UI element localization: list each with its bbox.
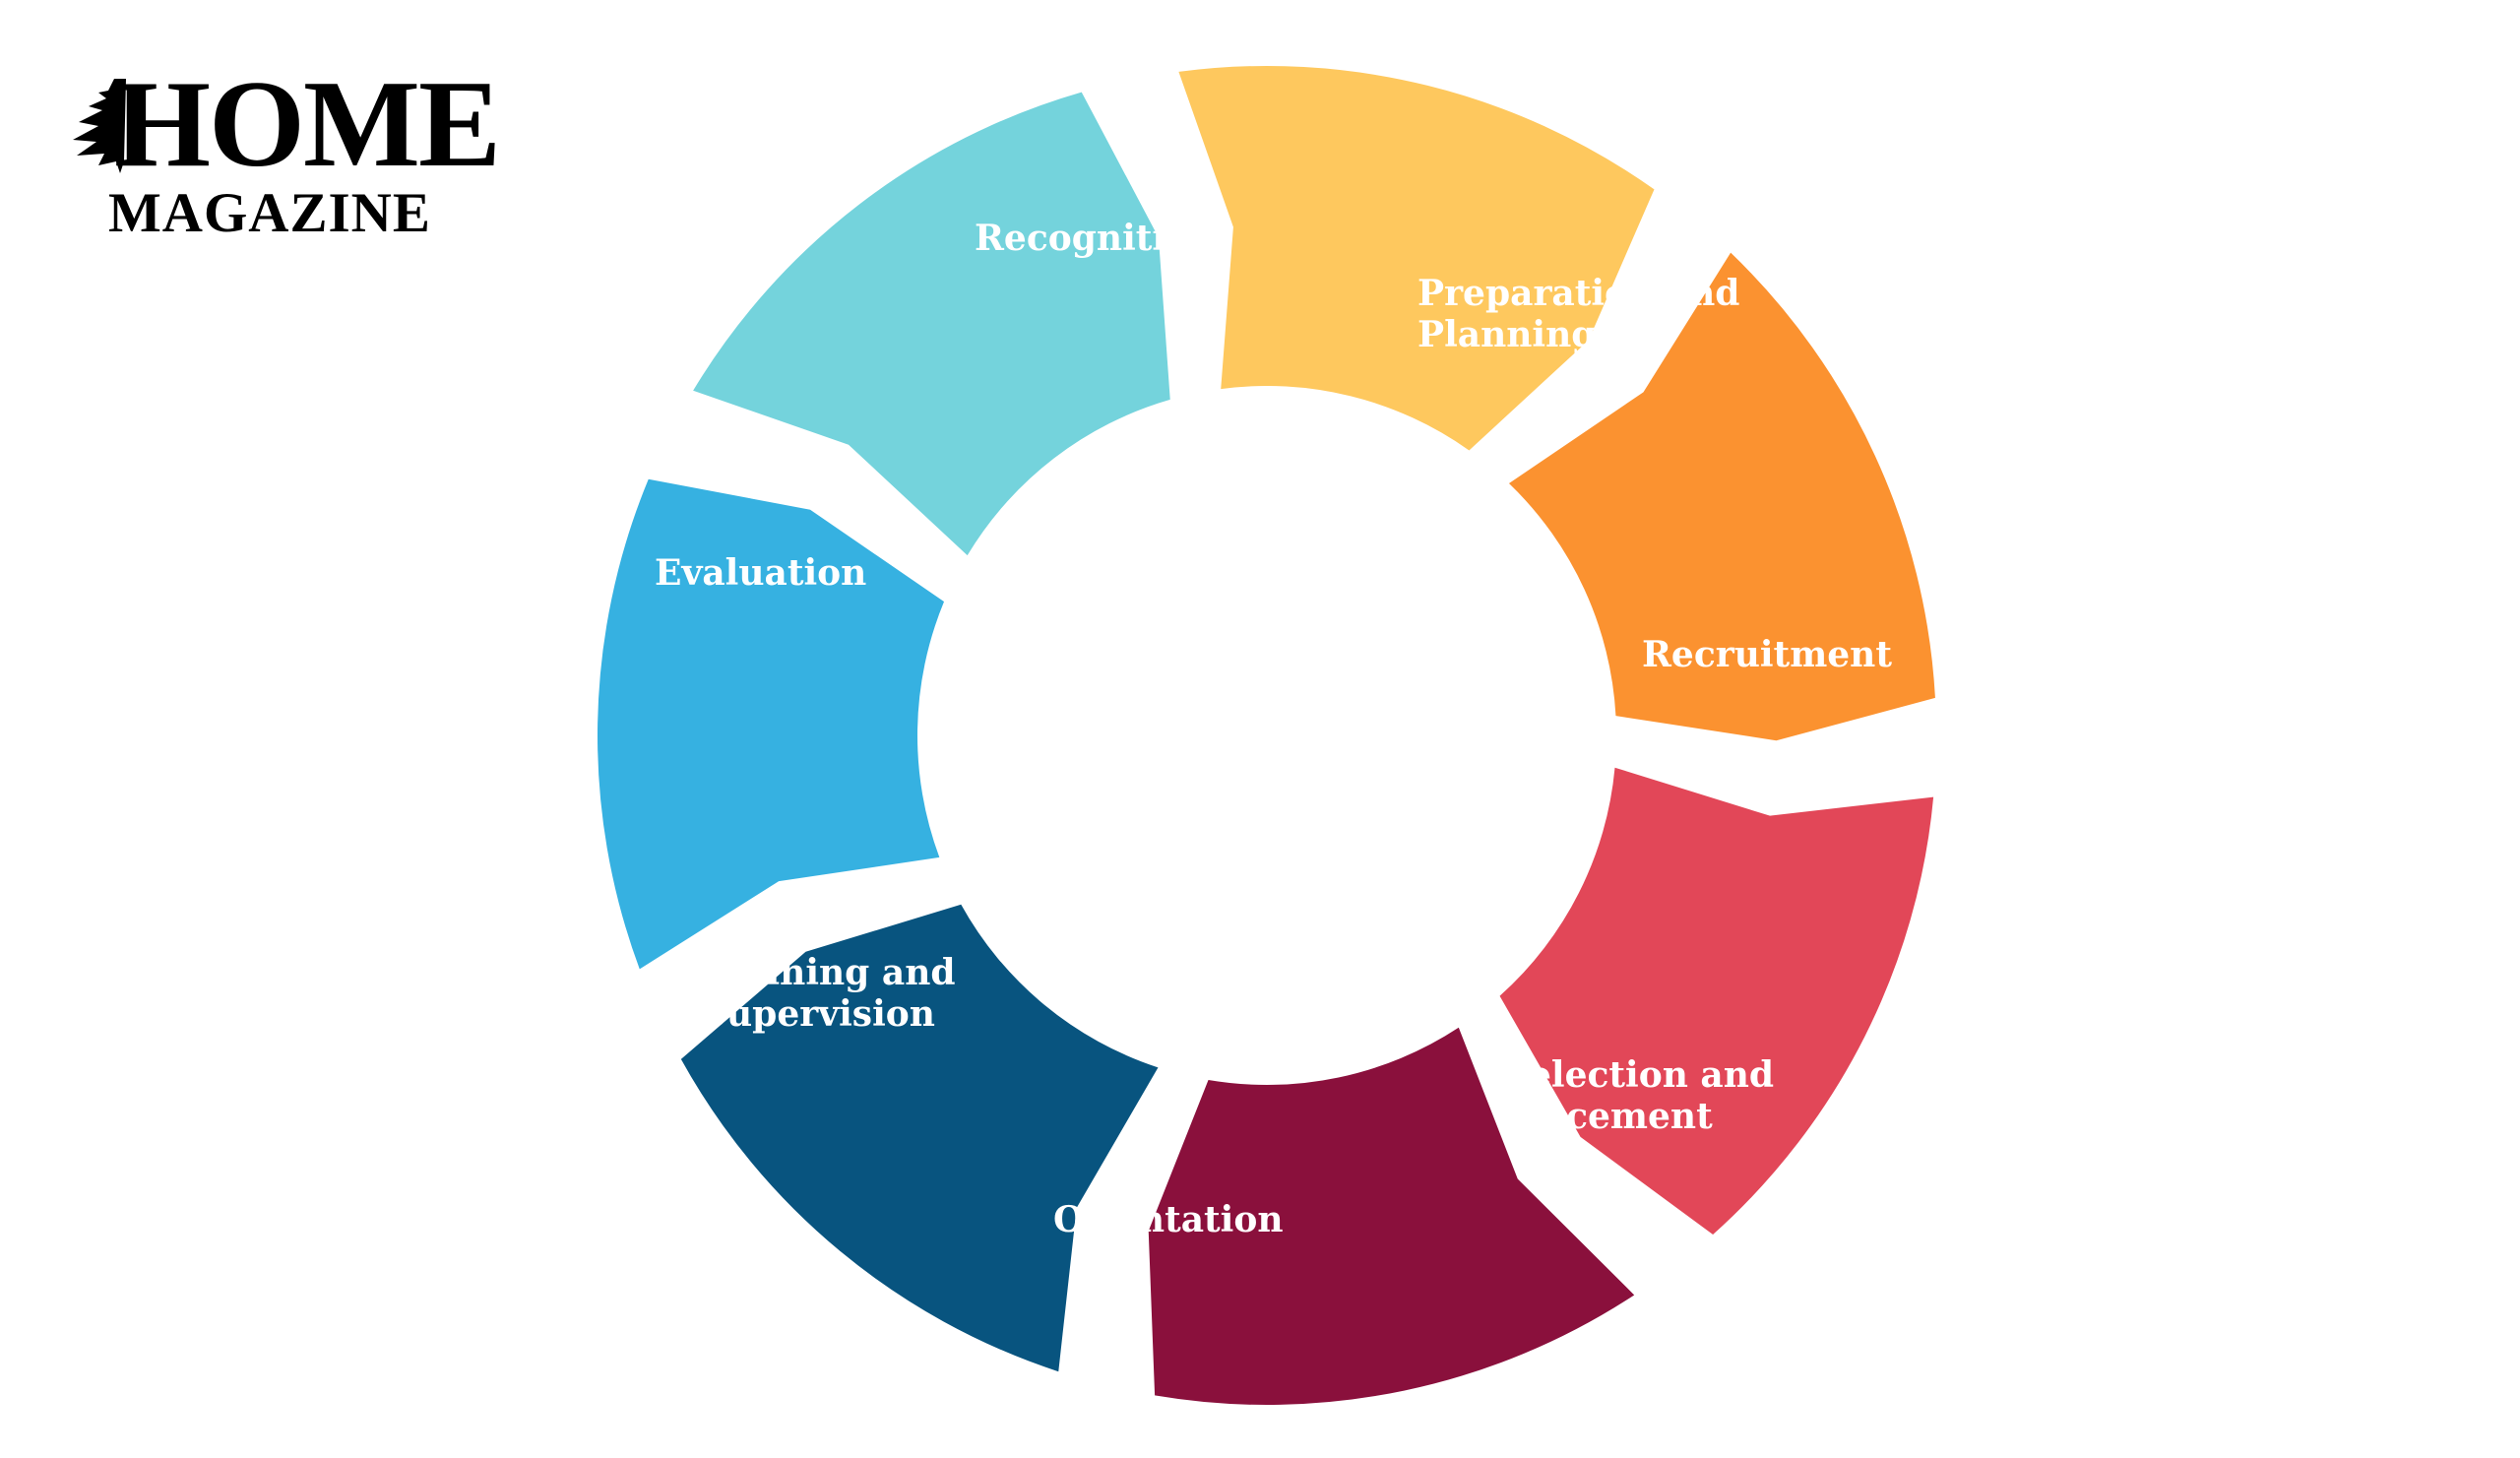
- cycle-segment-4: [1499, 767, 1934, 1236]
- cycle-step-label-line: Training and: [701, 952, 956, 993]
- cycle-segment-7: [597, 478, 945, 970]
- cycle-segment-1: [693, 92, 1170, 556]
- home-magazine-logo: HOME MAGAZINE: [69, 63, 501, 246]
- cycle-step-label-line: Evaluation: [655, 552, 866, 594]
- cycle-step-label-line: Selection and: [1503, 1054, 1774, 1096]
- cycle-step-label-line: Recognition: [975, 218, 1215, 259]
- cycle-step-label-line: Preparation and: [1418, 273, 1739, 314]
- cycle-step-label-line: Placement: [1503, 1096, 1713, 1137]
- cycle-segment-5: [1148, 1027, 1635, 1405]
- cycle-step-label-1: Recognition: [975, 218, 1215, 259]
- cycle-segments: [597, 65, 1935, 1405]
- cycle-step-label-line: Orientation: [1053, 1199, 1284, 1240]
- cycle-step-label-7: Evaluation: [655, 552, 866, 594]
- cedar-tree-icon: [73, 79, 126, 173]
- cycle-segment-3: [1508, 252, 1935, 741]
- cycle-step-label-5: Orientation: [1053, 1199, 1284, 1240]
- cycle-segment-6: [680, 904, 1159, 1372]
- logo-magazine-text: MAGAZINE: [108, 182, 431, 244]
- cycle-segment-2: [1178, 65, 1655, 451]
- cycle-step-label-3: Recruitment: [1642, 634, 1892, 675]
- logo-home-text: HOME: [114, 56, 501, 193]
- cycle-step-label-line: Recruitment: [1642, 634, 1892, 675]
- cycle-step-label-line: Planning: [1418, 314, 1596, 355]
- cycle-step-label-line: Supervision: [701, 993, 935, 1035]
